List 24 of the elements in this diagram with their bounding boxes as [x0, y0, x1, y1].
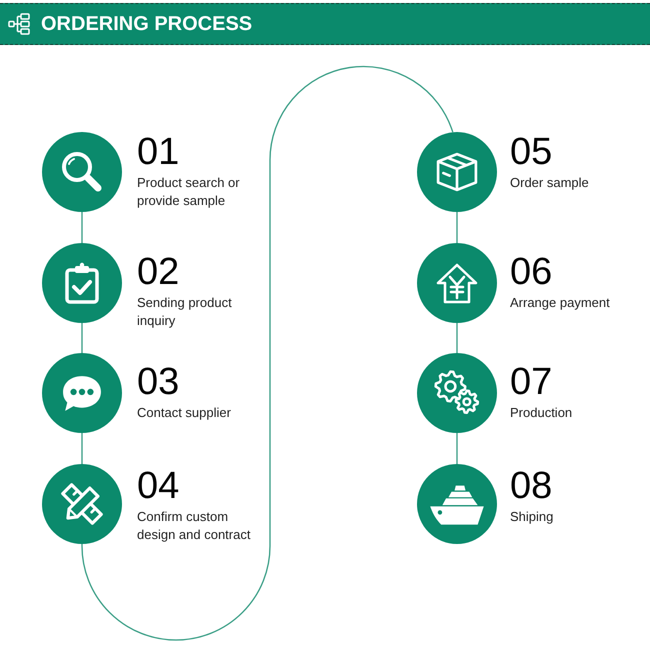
connector-line — [81, 66, 454, 640]
connector-line — [456, 212, 458, 243]
step-label: Contact supplier — [137, 404, 232, 422]
step-label: Arrange payment — [510, 294, 611, 312]
step-label: Product search or provide sample — [137, 174, 241, 210]
step-label: Sending product inquiry — [137, 294, 233, 330]
step-label: Confirm custom design and contract — [137, 508, 252, 544]
connector-line — [81, 433, 83, 464]
step-number: 06 — [510, 253, 552, 291]
step-number: 08 — [510, 467, 552, 505]
step-number: 03 — [137, 363, 180, 401]
connector-line — [456, 433, 458, 464]
connector-line — [81, 212, 83, 243]
step-number: 01 — [137, 133, 180, 171]
step-number: 05 — [510, 133, 552, 171]
step-label: Production — [510, 404, 574, 422]
step-number: 02 — [137, 253, 180, 291]
step-label: Shiping — [510, 508, 554, 526]
connector-line — [456, 323, 458, 353]
step-number: 04 — [137, 467, 180, 505]
step-label: Order sample — [510, 174, 590, 192]
step-number: 07 — [510, 363, 552, 401]
title: ORDERING PROCESS — [41, 13, 252, 36]
connector-line — [81, 323, 83, 353]
